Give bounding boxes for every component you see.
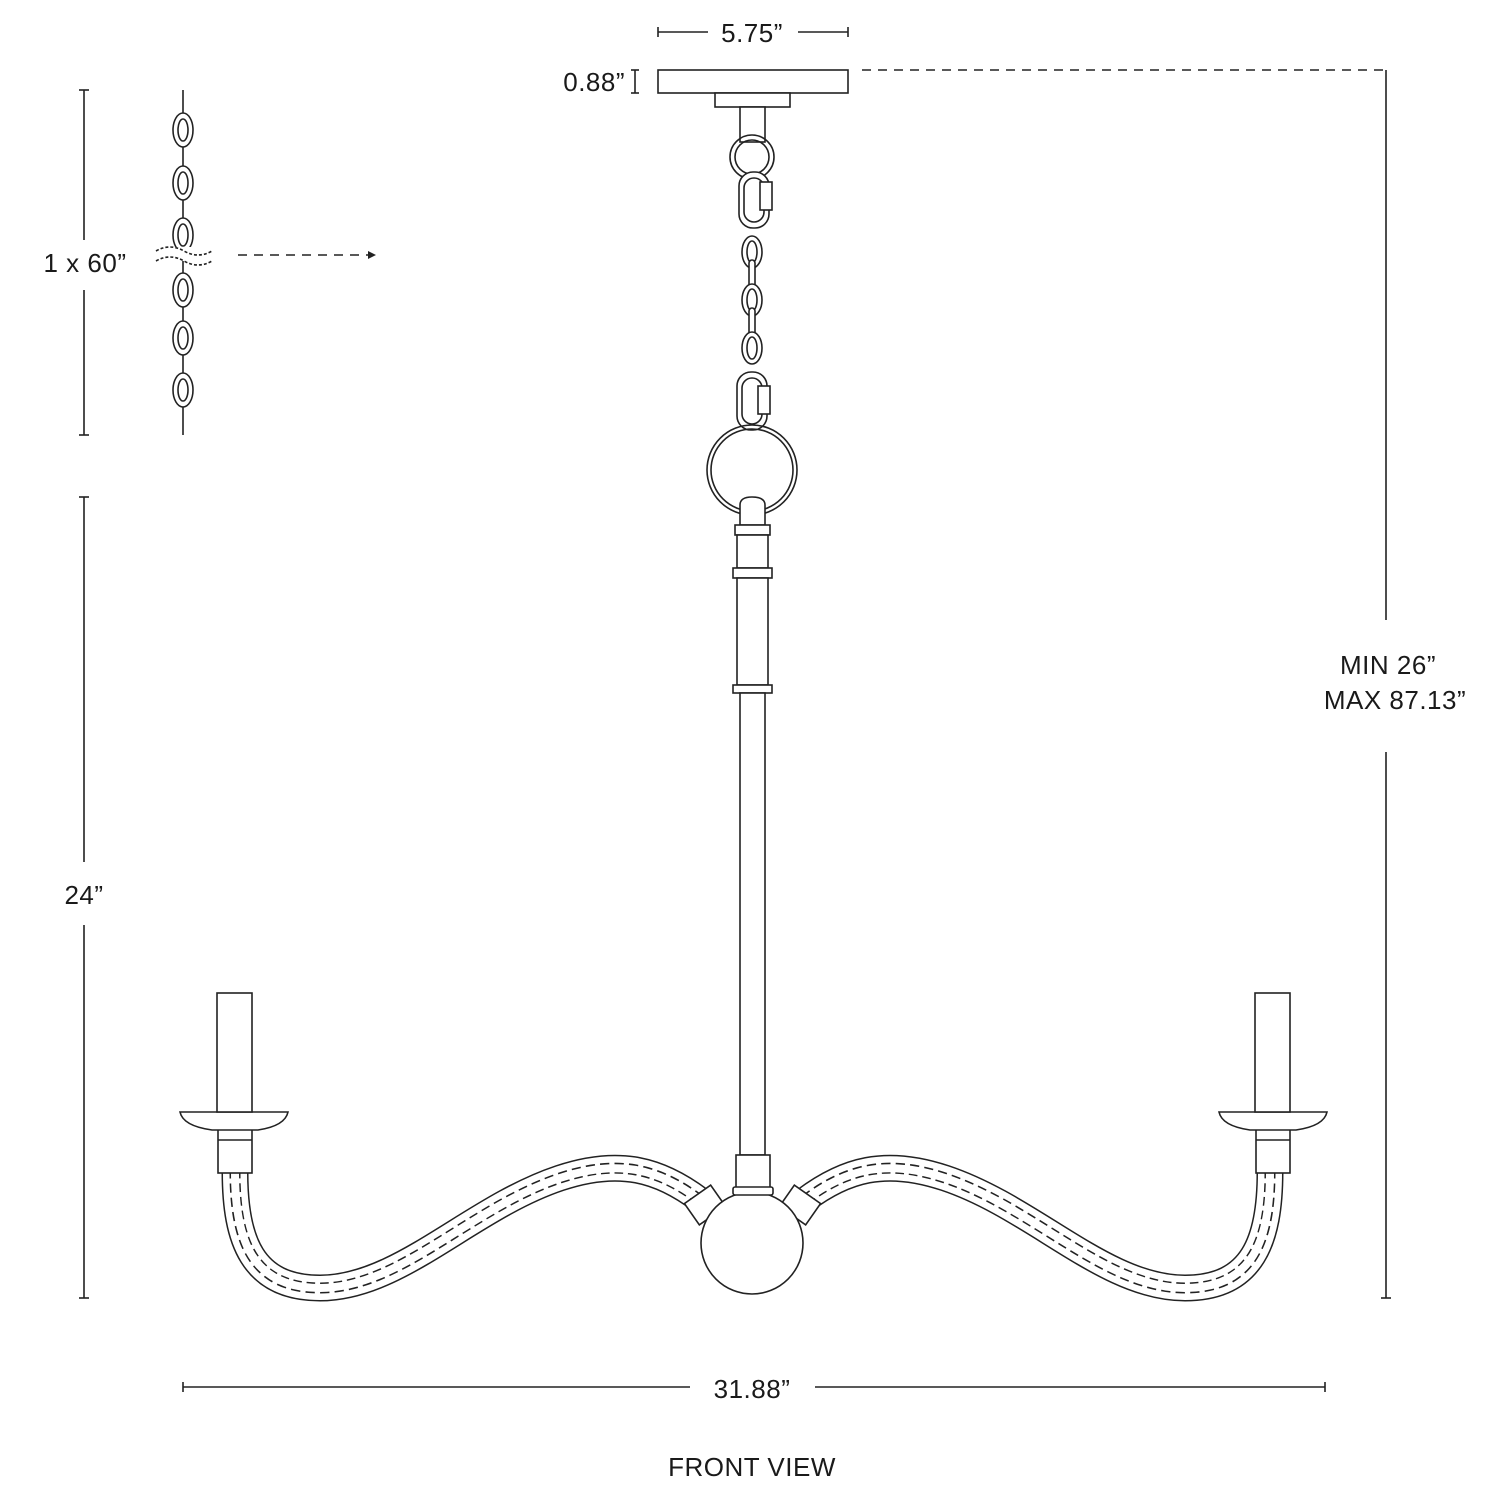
chain-link	[172, 320, 194, 356]
stem-band	[732, 567, 773, 579]
downrod	[739, 692, 766, 1156]
canopy-mount	[714, 92, 791, 108]
upper-carabiner-lock	[759, 181, 773, 211]
body-height-label: 24”	[64, 880, 104, 910]
chain-link-inner	[177, 378, 189, 402]
left-socket	[217, 1127, 253, 1174]
chain-link-inner	[177, 118, 189, 142]
stem-body-lower	[736, 577, 769, 686]
dimension-body-height	[79, 496, 89, 1299]
right-candle-sleeve	[1254, 992, 1291, 1113]
left-bobeche	[179, 1111, 289, 1131]
stem-collar-bottom	[732, 684, 773, 694]
dimension-canopy-height	[631, 69, 639, 94]
overall-width-label: 31.88”	[713, 1374, 791, 1404]
dimension-chain-length	[79, 89, 89, 436]
right-candle-assembly	[1218, 992, 1328, 1174]
canopy-plate	[657, 69, 849, 94]
right-arm	[796, 1154, 1284, 1302]
stem-collar-top	[734, 524, 771, 536]
chain-link-inner	[177, 278, 189, 302]
chain-link-inner	[746, 336, 758, 360]
chain-link	[172, 272, 194, 308]
chain-detail	[172, 90, 194, 435]
dimension-overall-width	[182, 1382, 1326, 1392]
chain-direction-arrow	[238, 251, 376, 259]
canopy-height-label: 0.88”	[563, 67, 625, 97]
center-ball	[700, 1191, 804, 1295]
view-title: FRONT VIEW	[668, 1452, 836, 1482]
chain-link-inner	[177, 326, 189, 350]
chain-break-symbol	[155, 246, 213, 266]
hanging-chain	[736, 171, 773, 431]
right-bobeche	[1218, 1111, 1328, 1131]
chain-link-inner	[177, 171, 189, 195]
chain-link	[741, 331, 763, 365]
dimension-canopy-width	[657, 27, 849, 37]
lower-carabiner-lock	[757, 385, 771, 415]
stem-body-upper	[736, 534, 769, 569]
stem-loop	[739, 496, 766, 526]
overall-min-height-label: MIN 26”	[1340, 650, 1436, 680]
left-candle-sleeve	[216, 992, 253, 1113]
canopy-ring-inner	[734, 139, 770, 175]
chain-length-label: 1 x 60”	[43, 248, 127, 278]
chain-link	[172, 372, 194, 408]
ball-cap-band	[732, 1186, 774, 1196]
right-socket	[1255, 1127, 1291, 1174]
dimension-overall-height	[1381, 70, 1391, 1299]
overall-max-height-label: MAX 87.13”	[1323, 685, 1467, 715]
chain-link	[172, 112, 194, 148]
chain-link-inner	[177, 223, 189, 247]
left-candle-assembly	[179, 992, 289, 1174]
canopy-width-label: 5.75”	[721, 18, 783, 48]
chain-link	[172, 165, 194, 201]
ball-cap	[735, 1154, 771, 1189]
left-arm	[221, 1154, 709, 1302]
chain-link	[172, 217, 194, 253]
